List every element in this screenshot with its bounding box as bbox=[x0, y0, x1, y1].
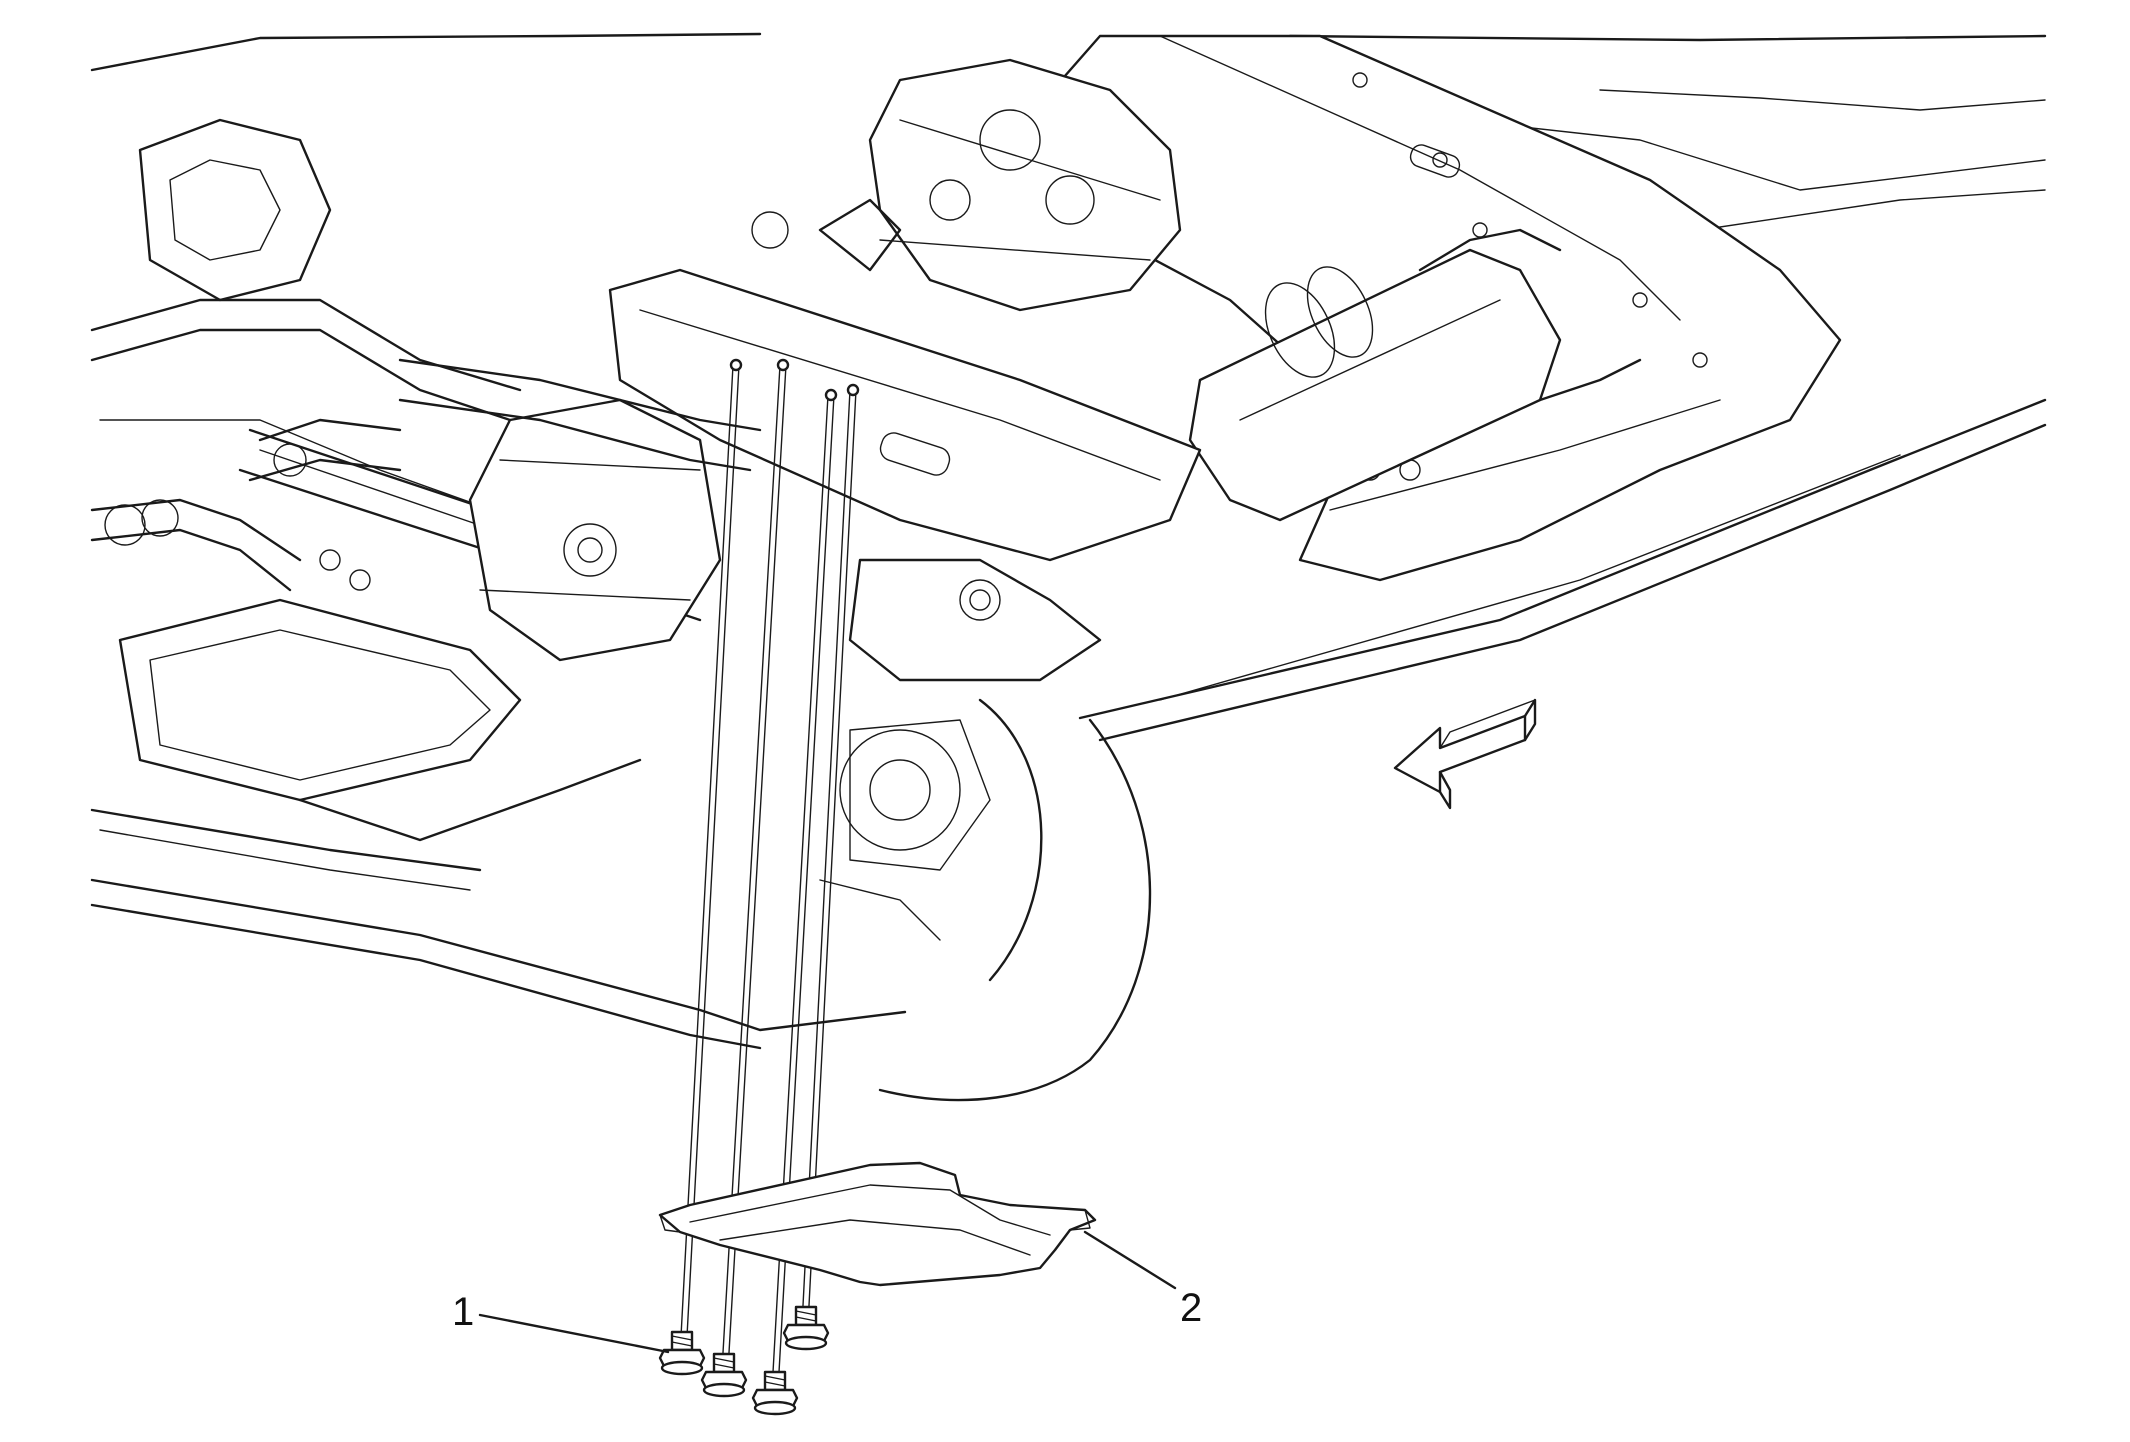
leader-line-1 bbox=[478, 1313, 670, 1354]
bolt bbox=[700, 1352, 748, 1398]
callout-label-2: 2 bbox=[1180, 1286, 1203, 1330]
crossmember bbox=[608, 268, 1202, 682]
catalytic-converter bbox=[1188, 228, 1642, 522]
oil-pan bbox=[468, 398, 722, 662]
front-wheel bbox=[819, 698, 1152, 1102]
bolts bbox=[658, 1305, 830, 1416]
vehicle-underbody bbox=[90, 32, 2047, 1050]
front-direction-arrow-icon bbox=[1393, 698, 1537, 810]
callout-label-1: 1 bbox=[452, 1290, 475, 1334]
leader-lines bbox=[478, 1230, 1177, 1354]
leader-line-2 bbox=[1083, 1230, 1177, 1290]
transmission bbox=[751, 58, 1182, 312]
bolt bbox=[658, 1330, 706, 1376]
bolt bbox=[782, 1305, 830, 1351]
shield-part bbox=[658, 1161, 1097, 1287]
bolt bbox=[751, 1370, 799, 1416]
hoses bbox=[248, 358, 762, 591]
